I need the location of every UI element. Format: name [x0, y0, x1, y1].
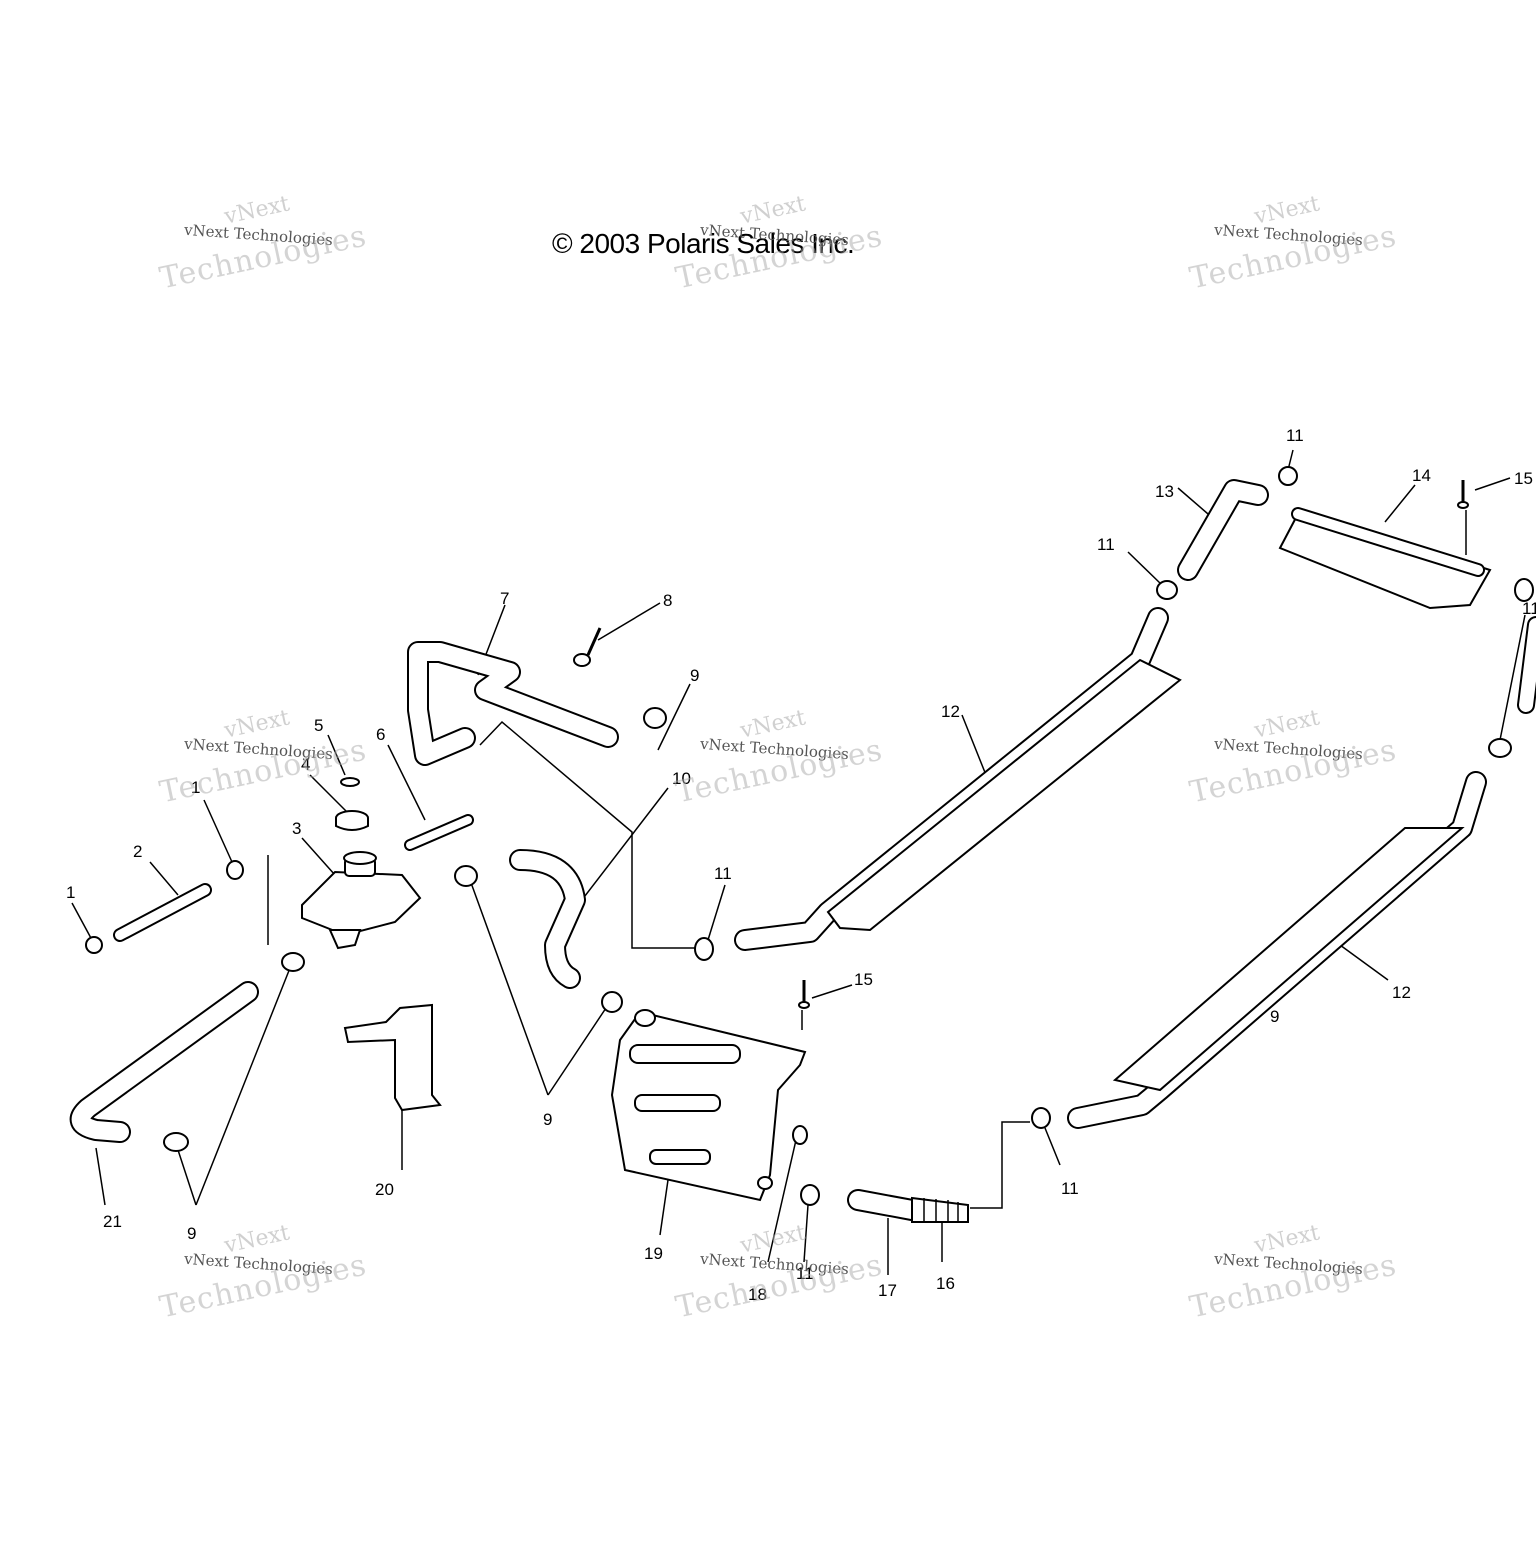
callout: 11: [1522, 599, 1536, 618]
callout: 11: [1097, 535, 1115, 554]
callout: 20: [375, 1180, 394, 1199]
part-12-upper-cooler: [734, 607, 1182, 951]
callout: 11: [1061, 1179, 1079, 1198]
part-6-hose: [404, 814, 474, 851]
callout: 14: [1412, 466, 1431, 485]
callout: 6: [376, 725, 385, 744]
callout: 10: [672, 769, 691, 788]
callout: 13: [1155, 482, 1174, 501]
callout: 9: [1270, 1007, 1279, 1026]
copyright-notice: © 2003 Polaris Sales Inc.: [552, 228, 855, 259]
part-14-cooler-core: [1278, 507, 1492, 610]
callout: 15: [854, 970, 873, 989]
part-17-hose: [847, 1189, 923, 1221]
part-12-lower-cooler: [1067, 771, 1487, 1129]
part-16-bellows: [911, 1196, 969, 1223]
part-5-o-ring: [340, 777, 360, 787]
callout: 9: [187, 1224, 196, 1243]
part-8-clip: [573, 627, 602, 667]
callout: 18: [748, 1285, 767, 1304]
part-21-hose: [69, 981, 259, 1143]
part-7-hose: [407, 641, 619, 766]
part-19-heat-exchanger: [610, 1009, 807, 1202]
callout: 19: [644, 1244, 663, 1263]
part-20-bracket: [343, 1003, 442, 1112]
callout: 1: [191, 778, 200, 797]
callout: 11: [796, 1264, 814, 1283]
part-13-hose: [1177, 479, 1269, 581]
callout: 1: [66, 883, 75, 902]
leader-lines: [71, 449, 1526, 1275]
hose-clamps: [85, 466, 1534, 1206]
callout: 21: [103, 1212, 122, 1231]
callout: 11: [1286, 426, 1304, 445]
part-right-hose: [1517, 616, 1536, 714]
part-4-cap: [335, 810, 369, 831]
callout: 12: [941, 702, 960, 721]
part-10-hose: [509, 849, 586, 989]
callout: 9: [543, 1110, 552, 1129]
part-15-bolts: [798, 480, 1469, 1009]
callout: 17: [878, 1281, 897, 1300]
part-3-reservoir: [301, 851, 422, 950]
part-2-hose: [113, 883, 212, 942]
callout: 3: [292, 819, 301, 838]
callout: 15: [1514, 469, 1533, 488]
callout: 12: [1392, 983, 1411, 1002]
callout: 8: [663, 591, 672, 610]
callout: 2: [133, 842, 142, 861]
callout: 9: [690, 666, 699, 685]
callout: 5: [314, 716, 323, 735]
callout: 4: [301, 755, 310, 774]
callout-labels: 1 1 2 3 4 5 6 7 8 9 9 9 9 10 11 11 11 11…: [66, 426, 1536, 1304]
callout: 7: [500, 589, 509, 608]
callout: 11: [714, 864, 732, 883]
callout: 16: [936, 1274, 955, 1293]
